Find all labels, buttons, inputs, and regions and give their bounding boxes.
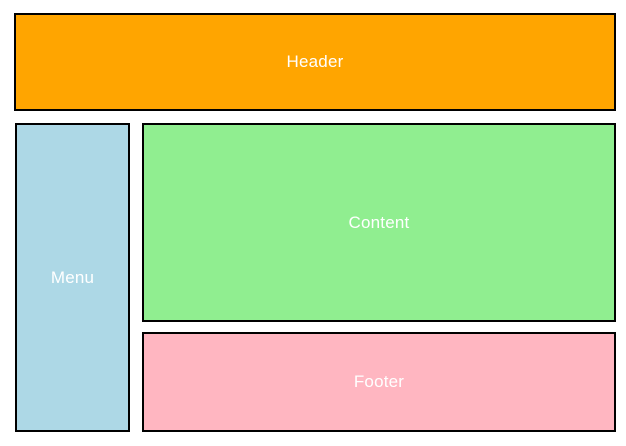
footer-label: Footer: [353, 372, 405, 391]
footer-region: Footer: [142, 332, 616, 432]
header-label: Header: [286, 52, 344, 71]
menu-region: Menu: [15, 123, 130, 432]
content-region: Content: [142, 123, 616, 322]
header-region: Header: [14, 13, 616, 111]
menu-label: Menu: [50, 267, 95, 287]
content-label: Content: [348, 212, 410, 232]
